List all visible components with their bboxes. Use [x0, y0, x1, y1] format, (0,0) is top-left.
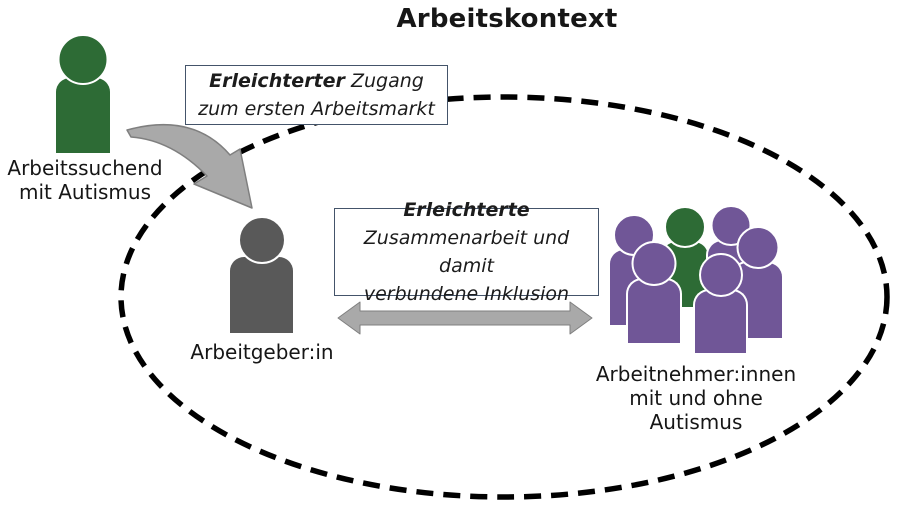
employees-label-line3: Autismus: [649, 410, 743, 434]
person-body: [693, 289, 748, 353]
employees-label: Arbeitnehmer:innen mit und ohne Autismus: [591, 362, 801, 434]
context-boundary-ellipse: [118, 94, 890, 500]
person-body: [54, 75, 112, 153]
person-head: [698, 253, 743, 297]
jobseeker-person-icon: [54, 34, 112, 153]
employees-label-line1: Arbeitnehmer:innen: [595, 362, 797, 386]
collaboration-callout-line2: Zusammenarbeit und damit: [363, 227, 570, 277]
person-head: [237, 216, 286, 264]
employer-person-icon: [228, 216, 295, 333]
employer-label-line1: Arbeitgeber:in: [190, 340, 334, 364]
access-callout-box: Erleichterter Zugang zum ersten Arbeitsm…: [185, 65, 448, 125]
access-callout-lead: Erleichterter: [209, 70, 345, 92]
group-member-front-right: [693, 253, 748, 353]
person-head: [57, 34, 109, 85]
collaboration-callout-line1: Erleichterte: [335, 196, 598, 224]
jobseeker-label: Arbeitssuchend mit Autismus: [2, 156, 168, 204]
group-member-front-left: [626, 241, 682, 343]
employees-label-line2: mit und ohne: [629, 386, 763, 410]
collaboration-callout-line3: verbundene Inklusion: [363, 283, 570, 305]
curved-arrow: [126, 123, 253, 209]
access-callout-lead-rest: Zugang: [344, 70, 424, 92]
access-callout-line1: Erleichterter Zugang: [186, 67, 447, 95]
double-arrow: [337, 301, 593, 335]
person-head: [664, 206, 706, 248]
collaboration-callout-lead: Erleichterte: [403, 199, 530, 221]
person-body: [626, 277, 682, 343]
collaboration-callout-box: Erleichterte Zusammenarbeit und damit ve…: [334, 199, 599, 305]
page-title: Arbeitskontext: [396, 4, 618, 34]
jobseeker-label-line2: mit Autismus: [19, 180, 151, 204]
person-body: [228, 255, 295, 333]
access-callout-line2: zum ersten Arbeitsmarkt: [198, 98, 435, 120]
employer-label: Arbeitgeber:in: [182, 340, 342, 364]
person-head: [736, 226, 779, 269]
jobseeker-label-line1: Arbeitssuchend: [7, 156, 163, 180]
person-head: [631, 241, 677, 286]
